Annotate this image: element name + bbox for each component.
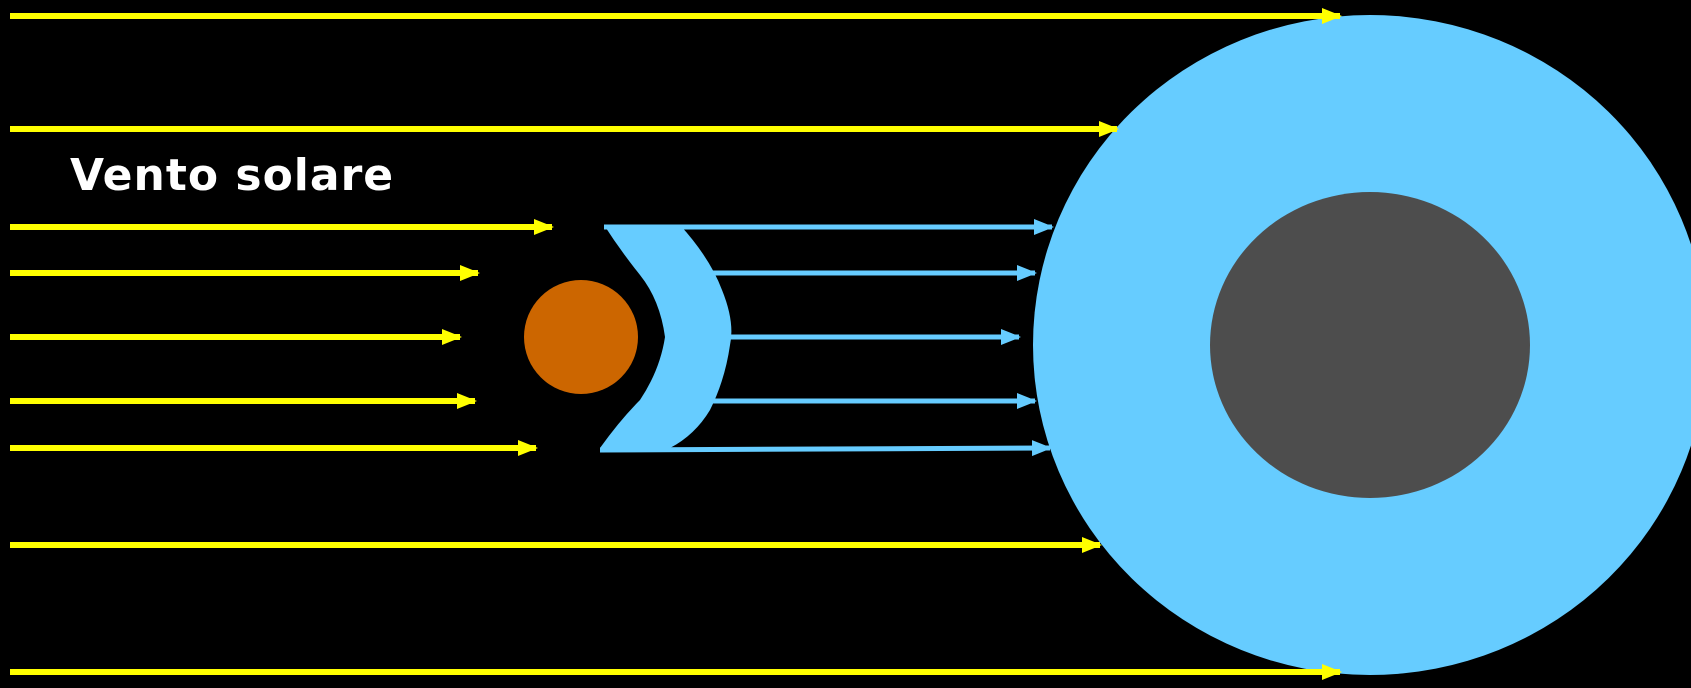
solar-wind-label: Vento solare <box>70 150 394 201</box>
plasma-arrow <box>600 448 1050 450</box>
comet-nucleus <box>524 280 638 394</box>
planet-core <box>1210 192 1530 498</box>
